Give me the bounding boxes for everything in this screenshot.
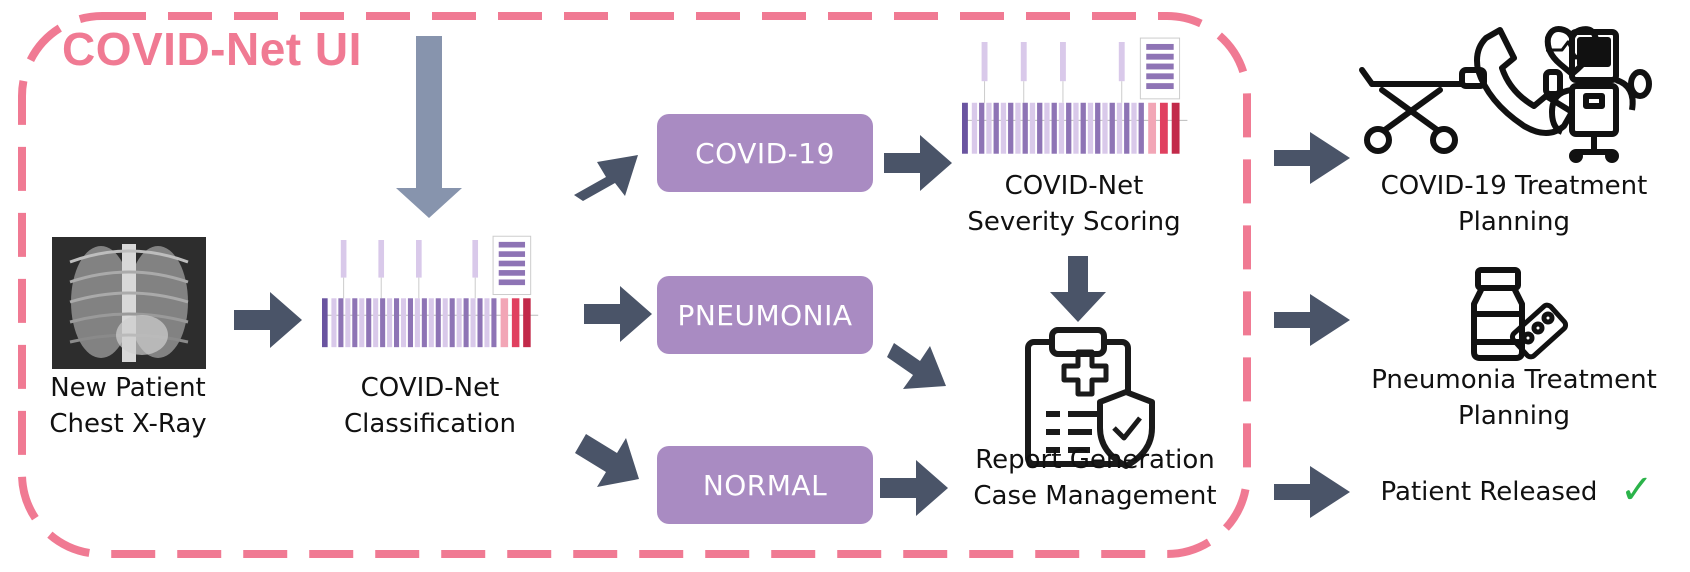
clipboard-shield-icon — [1025, 327, 1155, 469]
report-label: Report Generation Case Management — [950, 442, 1240, 514]
input-arrow — [396, 36, 462, 218]
arrow-normal-to-report — [880, 460, 948, 516]
arrow-covid-to-severity — [884, 135, 952, 191]
input-label-line2: Chest X-Ray — [49, 409, 207, 439]
chest-xray-icon — [52, 237, 206, 369]
arrow-pneumonia-to-report — [887, 343, 946, 389]
covid-treatment-label: COVID-19 Treatment Planning — [1356, 168, 1672, 240]
arrow-to-normal — [575, 434, 639, 487]
arrow-to-covid-treatment — [1274, 132, 1350, 184]
class-pneumonia-pill: PNEUMONIA — [657, 276, 873, 354]
ui-boundary — [18, 12, 1251, 558]
arrow-to-pneumonia-treatment — [1274, 294, 1350, 346]
report-label-line1: Report Generation — [975, 445, 1215, 475]
covid-treatment-line2: Planning — [1458, 207, 1570, 237]
stretcher-icon — [1359, 67, 1487, 154]
patient-released-label: Patient Released — [1380, 477, 1598, 507]
input-label: New Patient Chest X-Ray — [30, 370, 226, 442]
arrow-to-covid — [574, 155, 638, 201]
covid-treatment-line1: COVID-19 Treatment — [1380, 171, 1648, 201]
pneumonia-treatment-label: Pneumonia Treatment Planning — [1346, 362, 1682, 434]
arrow-xray-to-classification — [234, 292, 302, 348]
severity-label-line2: Severity Scoring — [967, 207, 1181, 237]
pneumonia-treatment-line1: Pneumonia Treatment — [1371, 365, 1657, 395]
ui-title: COVID-Net UI — [62, 23, 362, 75]
network-diagram-icon — [962, 37, 1188, 154]
arrow-severity-to-report — [1050, 256, 1106, 322]
arrow-to-patient-released — [1274, 466, 1350, 518]
input-label-line1: New Patient — [50, 373, 206, 403]
arrow-to-pneumonia — [584, 286, 652, 342]
network-diagram-icon — [322, 235, 539, 348]
class-normal-pill: NORMAL — [657, 446, 873, 524]
severity-label: COVID-Net Severity Scoring — [950, 168, 1198, 240]
classification-label-line2: Classification — [343, 409, 517, 439]
report-label-line2: Case Management — [973, 481, 1217, 511]
severity-label-line1: COVID-Net — [1004, 171, 1144, 201]
ventilator-icon — [1543, 29, 1652, 163]
class-covid-pill: COVID-19 — [657, 114, 873, 192]
checkmark-icon: ✓ — [1620, 468, 1654, 512]
pill-pack-icon — [1509, 302, 1569, 360]
classification-label-line1: COVID-Net — [360, 373, 500, 403]
pneumonia-treatment-line2: Planning — [1458, 401, 1570, 431]
classification-label: COVID-Net Classification — [330, 370, 530, 442]
